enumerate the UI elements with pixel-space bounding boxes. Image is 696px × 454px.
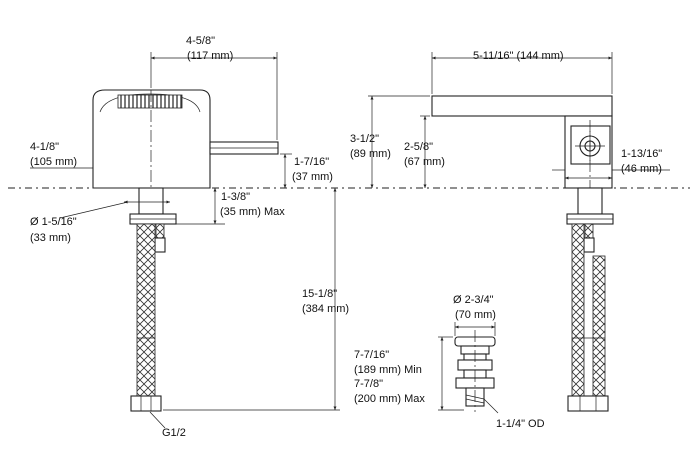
supply-hose-right-a (571, 223, 585, 401)
right-height-mm-label: (89 mm) (350, 148, 391, 160)
body-side-label: 1-13/16" (621, 148, 662, 160)
left-height-mm-label: (105 mm) (30, 156, 77, 168)
handle-height-mm-label: (67 mm) (404, 156, 445, 168)
deck-thickness-label: 1-3/8" (221, 191, 250, 203)
faucet-front-view (92, 89, 279, 412)
drain-diameter-label: Ø 2-3/4" (453, 294, 494, 306)
left-dimension-lines (30, 52, 340, 429)
supply-hose (136, 223, 156, 401)
right-width-label: 5-11/16" (144 mm) (473, 50, 564, 62)
shank-diameter-label: Ø 1-5/16" (30, 216, 77, 228)
drain-max-mm-label: (200 mm) Max (354, 393, 425, 405)
connection-label: G1/2 (162, 427, 186, 439)
spout-height-label: 1-7/16" (294, 156, 329, 168)
left-height-label: 4-1/8" (30, 141, 59, 153)
hose-fitting (130, 395, 162, 412)
faucet-side-view (431, 95, 614, 412)
left-width-mm-label: (117 mm) (187, 50, 233, 62)
left-width-label: 4-5/8" (186, 35, 215, 47)
drain-min-mm-label: (189 mm) Min (354, 364, 422, 376)
drain-diameter-mm-label: (70 mm) (455, 309, 496, 321)
faucet-body (92, 89, 211, 189)
drain-dimension-labels: Ø 2-3/4" (70 mm) 7-7/16" (189 mm) Min 7-… (354, 294, 545, 430)
drain-assembly (454, 330, 496, 412)
right-dimension-lines (368, 52, 670, 188)
shank (138, 187, 164, 215)
shank-diameter-mm-label: (33 mm) (30, 232, 71, 244)
body-side-mm-label: (46 mm) (621, 163, 662, 175)
deck-thickness-mm-label: (35 mm) Max (220, 206, 285, 218)
drain-max-label: 7-7/8" (354, 378, 383, 390)
hose-length-label: 15-1/8" (302, 288, 337, 300)
aerator-grille (117, 94, 183, 109)
hose-length-mm-label: (384 mm) (302, 303, 349, 315)
right-dimension-labels: 5-11/16" (144 mm) 3-1/2" (89 mm) 2-5/8" … (350, 50, 662, 175)
aerator-housing (99, 93, 201, 113)
drain-min-label: 7-7/16" (354, 349, 389, 361)
spout-height-mm-label: (37 mm) (292, 171, 333, 183)
rod-nut (154, 237, 166, 253)
spout-arm (431, 95, 613, 117)
left-dimension-labels: 4-5/8" (117 mm) 4-1/8" (105 mm) 1-7/16" … (30, 35, 349, 439)
handle-height-label: 2-5/8" (404, 141, 433, 153)
supply-hose-right-b (592, 255, 606, 401)
drain-dimension-lines (438, 322, 499, 414)
right-height-label: 3-1/2" (350, 133, 379, 145)
tailpiece-od-label: 1-1/4" OD (496, 418, 545, 430)
